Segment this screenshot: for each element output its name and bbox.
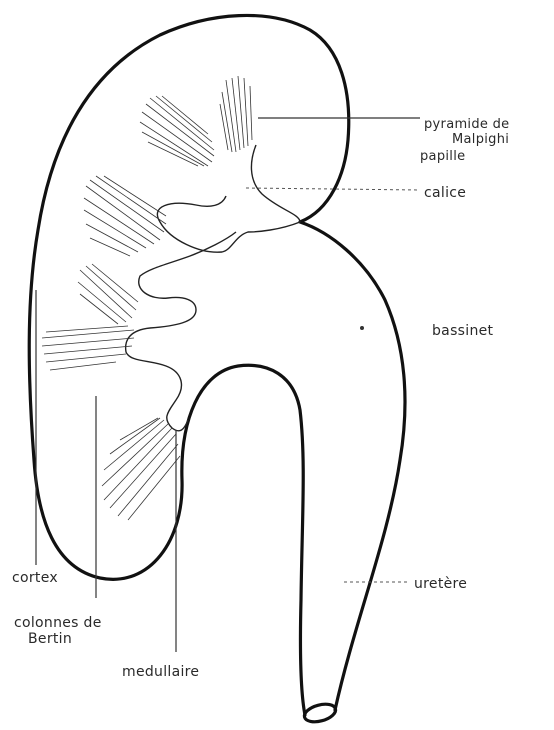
pyramid-lower-left <box>42 326 134 370</box>
calyx-outline <box>157 145 300 252</box>
pyramid-mid-upper <box>84 176 166 256</box>
label-cortex: cortex <box>12 570 58 586</box>
label-columns-line1: colonnes de <box>14 615 102 631</box>
label-papilla: papille <box>420 149 465 164</box>
marker-pelvis <box>360 326 364 330</box>
pyramid-mid-lower <box>78 264 138 324</box>
label-medulla: medullaire <box>122 664 199 680</box>
label-columns-line2: Bertin <box>28 631 72 647</box>
label-ureter: uretère <box>414 576 467 592</box>
label-pyramid-line2: Malpighi <box>452 132 509 147</box>
label-pelvis: bassinet <box>432 323 494 339</box>
calyx-lower-outline <box>126 328 188 431</box>
label-calices: calice <box>424 185 466 201</box>
label-pyramid-line1: pyramide de <box>424 117 509 132</box>
pyramid-upper-right <box>220 76 252 152</box>
kidney-outline <box>29 15 405 715</box>
ureter-opening <box>302 701 337 725</box>
calyx-mid-outline <box>139 232 236 328</box>
pyramid-upper-left <box>140 96 214 166</box>
pyramid-bottom <box>102 418 180 520</box>
